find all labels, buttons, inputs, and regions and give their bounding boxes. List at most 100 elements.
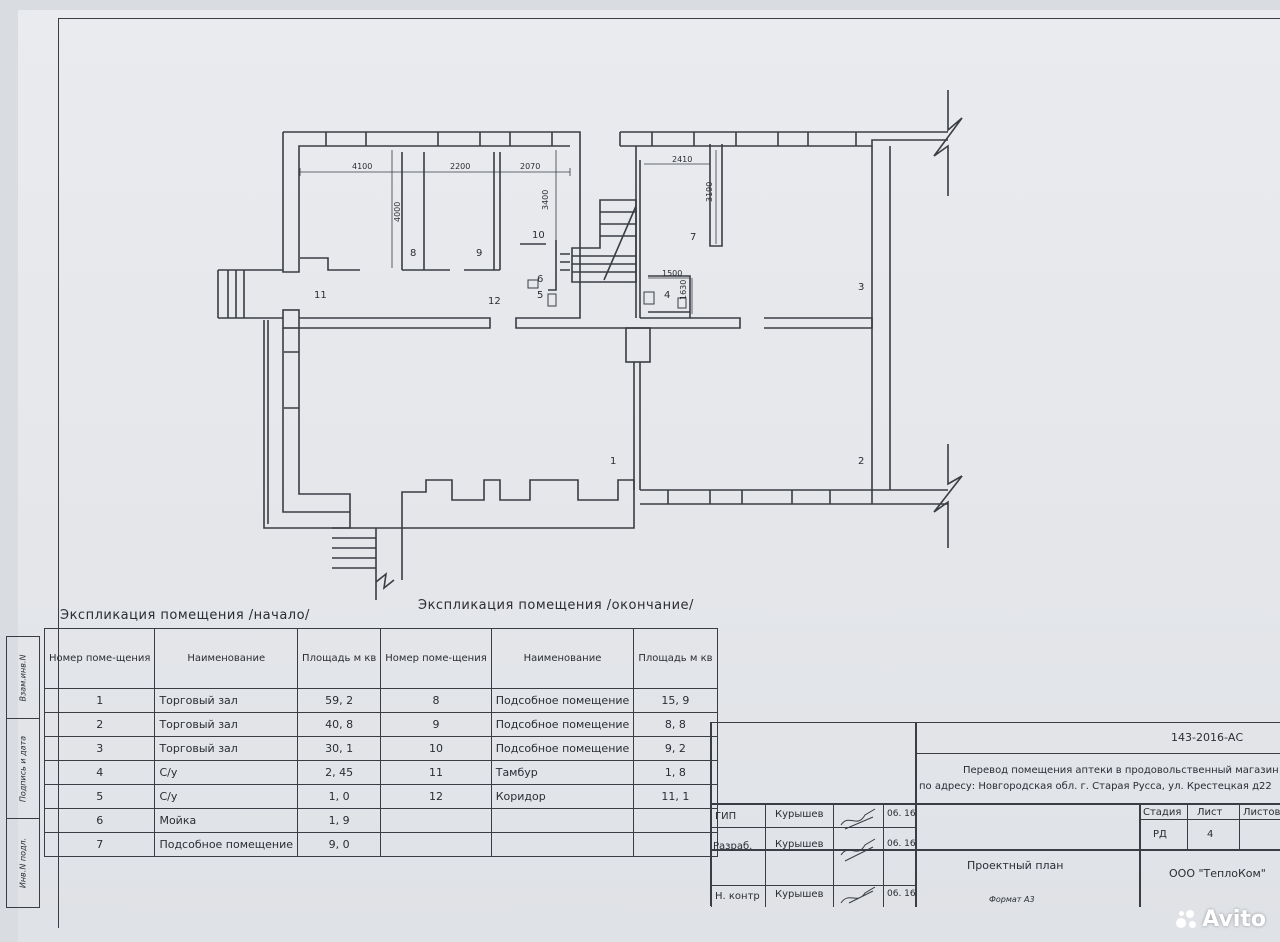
date-norm-control: 06. 16 — [887, 889, 916, 899]
room-numbers: 1 2 3 4 5 6 7 8 9 10 11 12 — [314, 230, 864, 467]
dim-label-4100: 4100 — [352, 162, 372, 171]
dim-label-1630: 1630 — [679, 280, 688, 300]
room-number-11: 11 — [314, 290, 327, 301]
room-area-cell: 15, 9 — [633, 688, 718, 713]
date-gip: 06. 16 — [887, 809, 916, 819]
project-code: 143-2016-АС — [1171, 731, 1244, 744]
side-strip: Взам.инв.N Подпись и дата Инв.N подл. — [6, 636, 40, 908]
room-name-cell: Подсобное помещение — [490, 736, 635, 761]
room-name-cell: Подсобное помещение — [490, 688, 635, 713]
room-number-10: 10 — [532, 230, 545, 241]
room-name-cell: С/у — [154, 784, 299, 809]
room-number-cell: 12 — [380, 784, 492, 809]
room-area-cell — [633, 808, 718, 833]
header-room-area: Площадь м кв — [297, 628, 382, 689]
room-area-cell: 1, 0 — [297, 784, 382, 809]
room-name-cell — [490, 832, 635, 857]
name-gip: Курышев — [775, 809, 824, 820]
stage-value: РД — [1153, 829, 1167, 840]
explication-end-title: Экспликация помещения /окончание/ — [418, 598, 694, 613]
sheet-label: Лист — [1197, 807, 1223, 818]
dim-label-4000: 4000 — [393, 202, 402, 222]
sheet-value: 4 — [1207, 829, 1214, 840]
dimension-labels: 4100 2200 2070 4000 3400 2410 3190 1500 … — [352, 155, 714, 300]
room-area-cell: 59, 2 — [297, 688, 382, 713]
room-name-cell: Торговый зал — [154, 736, 299, 761]
title-block: 143-2016-АС Перевод помещения аптеки в п… — [710, 722, 1280, 907]
role-gip: ГИП — [715, 811, 737, 822]
room-area-cell — [633, 832, 718, 857]
company-name: ООО "ТеплоКом" — [1169, 867, 1266, 880]
room-number-9: 9 — [476, 248, 482, 259]
explication-table: Номер поме-щения Наименование Площадь м … — [43, 628, 718, 857]
stage-label: Стадия — [1143, 807, 1182, 818]
dim-label-3400: 3400 — [541, 190, 550, 210]
explication-start-title: Экспликация помещения /начало/ — [60, 608, 310, 623]
room-number-cell: 8 — [380, 688, 492, 713]
room-area-cell: 40, 8 — [297, 712, 382, 737]
room-area-cell: 1, 9 — [297, 808, 382, 833]
room-name-cell: Мойка — [154, 808, 299, 833]
room-number-5: 5 — [537, 290, 543, 301]
room-number-7: 7 — [690, 232, 696, 243]
room-number-cell — [380, 832, 492, 857]
date-developer: 06. 16 — [887, 839, 916, 849]
room-number-cell: 2 — [43, 712, 156, 737]
format-label: Формат А3 — [989, 895, 1035, 904]
room-number-2: 2 — [858, 456, 864, 467]
room-name-cell: Торговый зал — [154, 712, 299, 737]
room-area-cell: 2, 45 — [297, 760, 382, 785]
side-cell-signature: Подпись и дата — [7, 719, 39, 819]
room-area-cell: 9, 0 — [297, 832, 382, 857]
room-name-cell — [490, 808, 635, 833]
side-cell-replacement: Взам.инв.N — [7, 637, 39, 719]
room-number-cell: 7 — [43, 832, 156, 857]
name-norm-control: Курышев — [775, 889, 824, 900]
drawing-title: Проектный план — [967, 859, 1064, 872]
dim-label-3190: 3190 — [705, 182, 714, 202]
avito-logo-icon — [1176, 909, 1198, 930]
room-area-cell: 9, 2 — [633, 736, 718, 761]
room-number-3: 3 — [858, 282, 864, 293]
dim-label-2070: 2070 — [520, 162, 540, 171]
room-number-8: 8 — [410, 248, 416, 259]
room-number-4: 4 — [664, 290, 670, 301]
watermark: Avito — [1176, 907, 1266, 932]
room-number-cell: 10 — [380, 736, 492, 761]
room-name-cell: Тамбур — [490, 760, 635, 785]
room-number-cell: 9 — [380, 712, 492, 737]
room-number-cell: 4 — [43, 760, 156, 785]
watermark-text: Avito — [1202, 907, 1266, 932]
header-room-number-2: Номер поме-щения — [380, 628, 492, 689]
drawing-frame — [58, 18, 1280, 928]
header-room-name: Наименование — [154, 628, 299, 689]
role-norm-control: Н. контр — [715, 891, 760, 902]
room-number-cell: 1 — [43, 688, 156, 713]
room-name-cell: С/у — [154, 760, 299, 785]
header-room-area-2: Площадь м кв — [633, 628, 718, 689]
room-number-cell: 3 — [43, 736, 156, 761]
room-name-cell: Подсобное помещение — [490, 712, 635, 737]
room-number-1: 1 — [610, 456, 616, 467]
project-description-2: по адресу: Новгородская обл. г. Старая Р… — [919, 781, 1272, 792]
room-name-cell: Коридор — [490, 784, 635, 809]
project-description-1: Перевод помещения аптеки в продовольстве… — [963, 765, 1279, 776]
room-name-cell: Торговый зал — [154, 688, 299, 713]
name-developer: Курышев — [775, 839, 824, 850]
explication-header-row: Номер поме-щения Наименование Площадь м … — [43, 628, 718, 689]
sheets-label: Листов — [1243, 807, 1280, 818]
role-developer: Разраб. — [713, 841, 753, 852]
dim-label-2410: 2410 — [672, 155, 692, 164]
room-number-6: 6 — [537, 274, 543, 285]
room-number-cell: 5 — [43, 784, 156, 809]
room-name-cell: Подсобное помещение — [154, 832, 299, 857]
